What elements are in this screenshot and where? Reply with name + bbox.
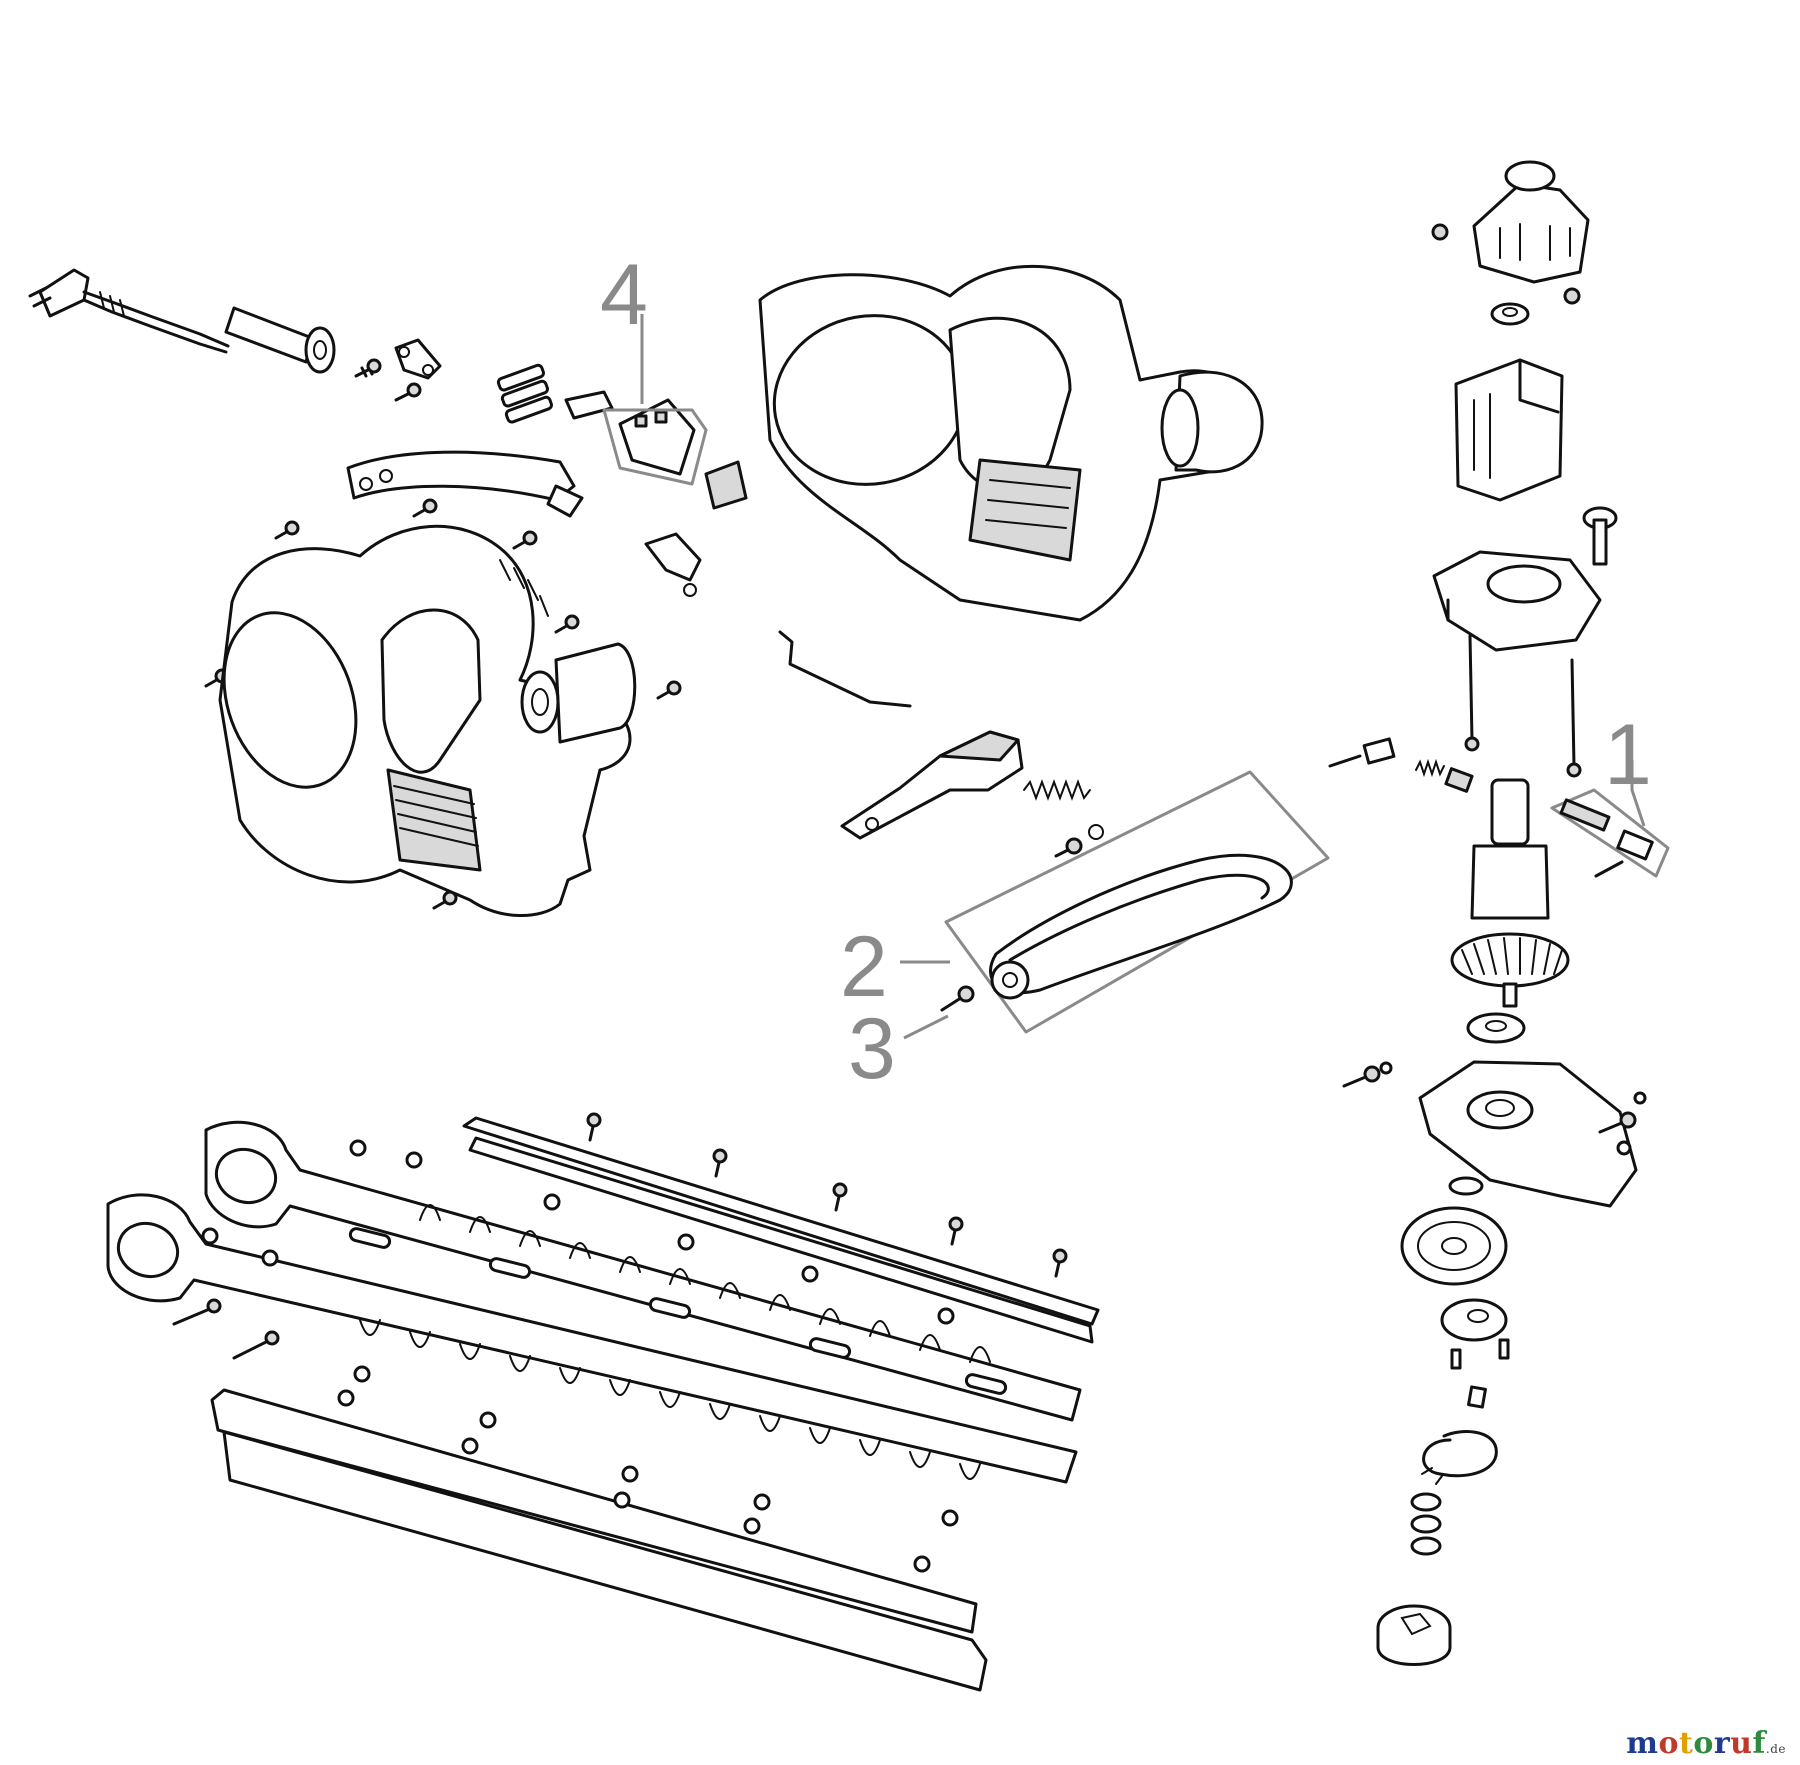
watermark-brand: motoruf xyxy=(1626,1726,1766,1761)
motor-top-cover xyxy=(1431,160,1590,305)
watermark-letter: t xyxy=(1678,1726,1694,1761)
gear-washer xyxy=(1448,1176,1484,1196)
blade-teeth xyxy=(348,1204,1008,1480)
motor-armature xyxy=(1450,778,1570,1008)
long-screws xyxy=(1464,634,1582,778)
motor-bearing-housing xyxy=(1432,550,1602,652)
carbon-brush-set xyxy=(1550,788,1670,878)
blade-guard-rail-top xyxy=(462,1116,1100,1344)
motor-stator xyxy=(1454,358,1564,502)
blade-lower xyxy=(106,1193,1078,1484)
return-spring xyxy=(1023,779,1104,840)
front-handle-assembly xyxy=(944,770,1330,1034)
callout-4: 4 xyxy=(600,247,648,343)
watermark: motoruf.de xyxy=(1626,1726,1786,1761)
connecting-rod xyxy=(778,630,912,708)
gear-housing xyxy=(1342,1060,1647,1208)
spring-pins xyxy=(496,363,553,424)
switch-lever xyxy=(840,730,1024,840)
eccentric-pins xyxy=(1450,1338,1510,1409)
rubber-block xyxy=(564,390,614,420)
watermark-letter: o xyxy=(1658,1726,1679,1761)
carbon-brush-left xyxy=(1328,737,1474,793)
cable-clamp xyxy=(394,338,442,380)
blade-screws-washers xyxy=(172,1112,1068,1573)
watermark-letter: r xyxy=(1713,1726,1731,1761)
watermark-letter: o xyxy=(1693,1726,1714,1761)
leader-1 xyxy=(1630,760,1646,827)
callout-2: 2 xyxy=(840,919,888,1015)
handle-bar xyxy=(346,450,584,518)
watermark-suffix: .de xyxy=(1765,1742,1786,1756)
bearing-lower xyxy=(1466,1012,1526,1044)
washer-stack xyxy=(1410,1492,1442,1556)
housing-left xyxy=(218,524,637,918)
crank-gear xyxy=(1400,1206,1508,1286)
blade-guide-bushing xyxy=(1376,1604,1452,1666)
cable-sleeve xyxy=(224,306,336,374)
blade-guard-rail-bottom xyxy=(210,1388,988,1692)
circlip xyxy=(1421,1430,1498,1485)
watermark-letter: u xyxy=(1730,1726,1753,1761)
callout-3: 3 xyxy=(848,1001,896,1097)
power-cord-plug xyxy=(28,268,230,354)
callout-1: 1 xyxy=(1604,707,1652,803)
switch-cap xyxy=(704,460,748,510)
blade-upper xyxy=(204,1120,1082,1422)
bolt-short xyxy=(1582,506,1618,566)
housing-right xyxy=(758,264,1264,622)
eccentric-disc xyxy=(1440,1298,1508,1342)
watermark-letter: m xyxy=(1626,1726,1659,1761)
switch-module xyxy=(602,398,708,486)
leader-3 xyxy=(903,1014,949,1040)
watermark-letter: f xyxy=(1752,1726,1766,1761)
bearing-top xyxy=(1490,302,1530,326)
trigger-link xyxy=(644,532,702,597)
front-handle-screw xyxy=(940,985,975,1012)
